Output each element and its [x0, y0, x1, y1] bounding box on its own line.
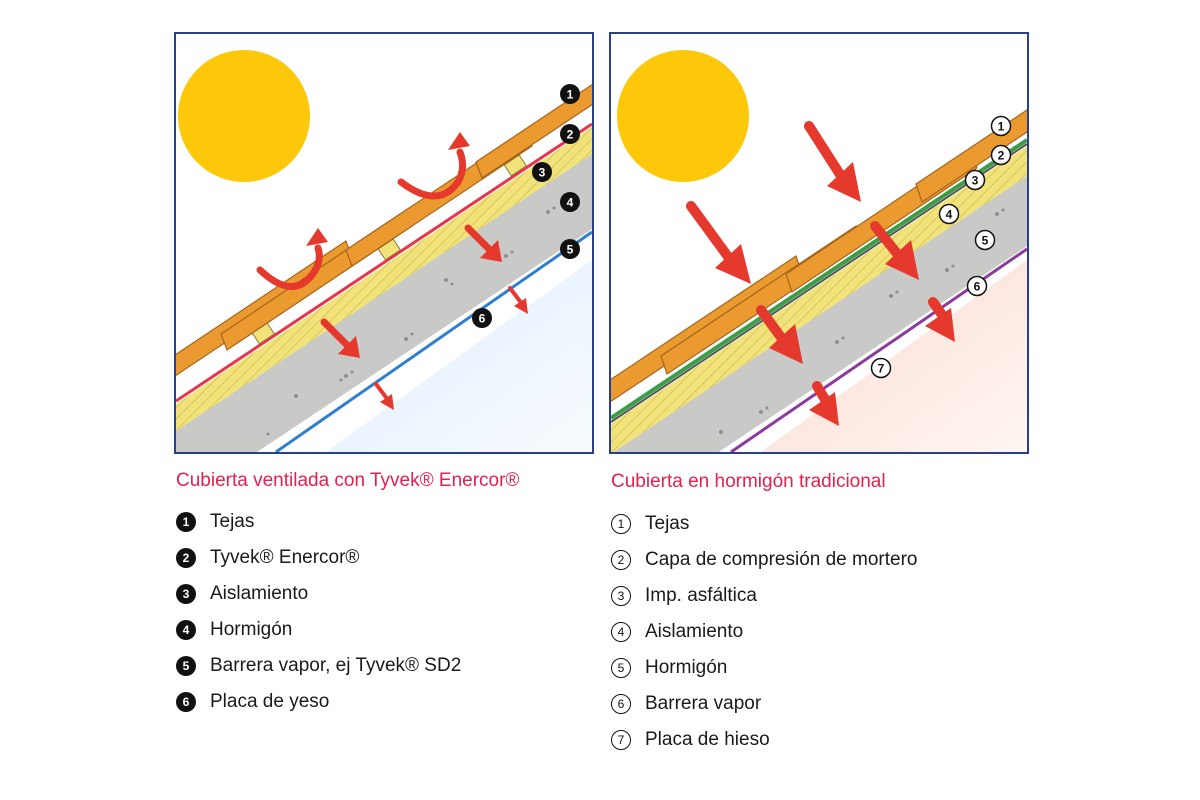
heat-flow-arrow-heads [715, 162, 955, 426]
legend-item: 4 Hormigón [176, 612, 461, 648]
svg-text:5: 5 [982, 234, 989, 248]
diagram-badge-4: 4 [560, 192, 580, 212]
concrete-speckles [719, 208, 1005, 434]
svg-text:2: 2 [567, 128, 574, 142]
legend-item-label: Tejas [210, 511, 255, 532]
diagram-badge-4: 4 [938, 203, 960, 225]
diagram-badge-5: 5 [974, 229, 996, 251]
legend-item: 6 Placa de yeso [176, 684, 461, 720]
svg-text:2: 2 [998, 149, 1005, 163]
diagram-badge-2: 2 [990, 144, 1012, 166]
roof-tiles [611, 109, 1027, 403]
legend-item-label: Barrera vapor [645, 693, 762, 714]
heat-flow-arrows [686, 121, 952, 411]
insulation-layer [176, 127, 592, 431]
svg-text:3: 3 [539, 166, 546, 180]
legend-item-label: Hormigón [210, 619, 293, 640]
legend-item: 5 Hormigón [611, 650, 917, 686]
traditional-roof-illustration: 1 2 3 4 5 6 7 [611, 50, 1027, 452]
legend-item: 3 Imp. asfáltica [611, 578, 917, 614]
svg-text:1: 1 [567, 88, 574, 102]
legend-item: 1 Tejas [611, 506, 917, 542]
legend-item: 3 Aislamiento [176, 576, 461, 612]
diagram-badge-7: 7 [870, 357, 892, 379]
insulation-layer [611, 146, 1027, 452]
legend-item-label: Tejas [645, 513, 690, 534]
ventilated-roof-legend: 1 Tejas 2 Tyvek® Enercor® 3 Aislamiento 4 Ho… [176, 504, 461, 720]
ventilated-roof-diagram: 1 2 3 4 5 6 [174, 32, 594, 454]
legend-item-label: Barrera vapor, ej Tyvek® SD2 [210, 655, 462, 676]
traditional-roof-diagram: 1 2 3 4 5 6 7 [609, 32, 1029, 454]
legend-item: 6 Barrera vapor [611, 686, 917, 722]
svg-text:1: 1 [998, 120, 1005, 134]
diagram-badge-2: 2 [560, 124, 580, 144]
svg-text:4: 4 [946, 208, 953, 222]
svg-text:3: 3 [972, 174, 979, 188]
ventilated-roof-illustration: 1 2 3 4 5 6 [176, 50, 592, 452]
legend-item: 2 Capa de compresión de mortero [611, 542, 917, 578]
battens [251, 154, 528, 345]
legend-item-label: Tyvek® Enercor® [210, 547, 360, 568]
legend-item: 2 Tyvek® Enercor® [176, 540, 461, 576]
legend-item-label: Placa de yeso [210, 691, 330, 712]
legend-item-label: Aislamiento [645, 621, 744, 642]
number-badge: 3 [176, 584, 196, 604]
diagram-badge-1: 1 [560, 84, 580, 104]
legend-item-label: Placa de hieso [645, 729, 770, 750]
diagram-badge-1: 1 [990, 115, 1012, 137]
mortar-layer-line [611, 138, 1027, 420]
heat-flow-arrows [320, 224, 524, 402]
legend-item-label: Aislamiento [210, 583, 309, 604]
concrete-speckles [266, 206, 556, 436]
svg-text:6: 6 [974, 280, 981, 294]
number-badge: 4 [611, 622, 631, 642]
number-badge: 7 [611, 730, 631, 750]
number-badge: 4 [176, 620, 196, 640]
number-badge: 3 [611, 586, 631, 606]
number-badge: 1 [176, 512, 196, 532]
diagram-badge-5: 5 [560, 239, 580, 259]
ventilation-arrow-heads [306, 132, 470, 246]
heat-flow-arrow-heads [338, 240, 528, 410]
diagram-badge-6: 6 [966, 275, 988, 297]
number-badge: 5 [176, 656, 196, 676]
number-badge: 2 [176, 548, 196, 568]
number-badge: 1 [611, 514, 631, 534]
legend-item-label: Hormigón [645, 657, 728, 678]
svg-text:7: 7 [878, 362, 885, 376]
sun-icon [617, 50, 749, 182]
number-badge: 5 [611, 658, 631, 678]
number-badge: 6 [176, 692, 196, 712]
legend-item-label: Capa de compresión de mortero [645, 549, 918, 570]
svg-text:5: 5 [567, 243, 574, 257]
legend-item: 4 Aislamiento [611, 614, 917, 650]
concrete-layer [176, 152, 592, 452]
number-badge: 6 [611, 694, 631, 714]
ventilated-roof-caption: Cubierta ventilada con Tyvek® Enercor® [176, 470, 520, 491]
legend-item: 1 Tejas [176, 504, 461, 540]
number-badge: 2 [611, 550, 631, 570]
traditional-roof-caption: Cubierta en hormigón tradicional [611, 471, 886, 492]
diagram-badge-3: 3 [532, 162, 552, 182]
diagram-badge-3: 3 [964, 169, 986, 191]
tyvek-membrane-line [176, 122, 592, 403]
sun-icon [178, 50, 310, 182]
vapor-barrier-line [275, 230, 592, 452]
ventilation-arrows [256, 148, 467, 290]
diagram-badge-6: 6 [472, 308, 492, 328]
legend-item: 5 Barrera vapor, ej Tyvek® SD2 [176, 648, 461, 684]
legend-item: 7 Placa de hieso [611, 722, 917, 758]
svg-text:4: 4 [567, 196, 574, 210]
svg-text:6: 6 [479, 312, 486, 326]
asphalt-layer-line [611, 143, 1027, 423]
legend-item-label: Imp. asfáltica [645, 585, 757, 606]
